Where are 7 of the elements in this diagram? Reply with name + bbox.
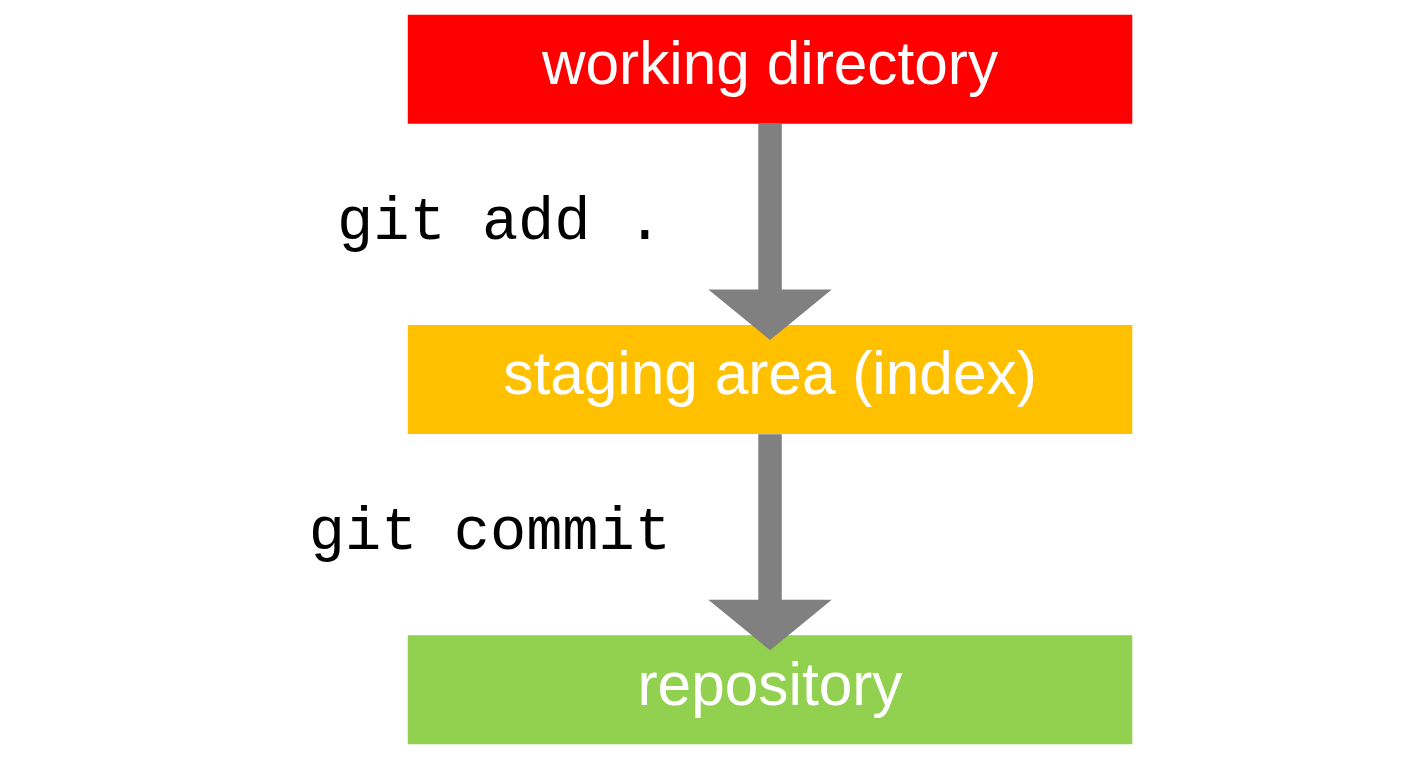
label: git add . xyxy=(337,189,663,258)
arrow xyxy=(708,434,832,651)
arrow xyxy=(708,124,832,340)
node-box: repository xyxy=(407,635,1133,745)
node-box: working directory xyxy=(407,14,1133,124)
node-box: staging area (index) xyxy=(407,325,1133,434)
label: git commit xyxy=(308,499,672,568)
